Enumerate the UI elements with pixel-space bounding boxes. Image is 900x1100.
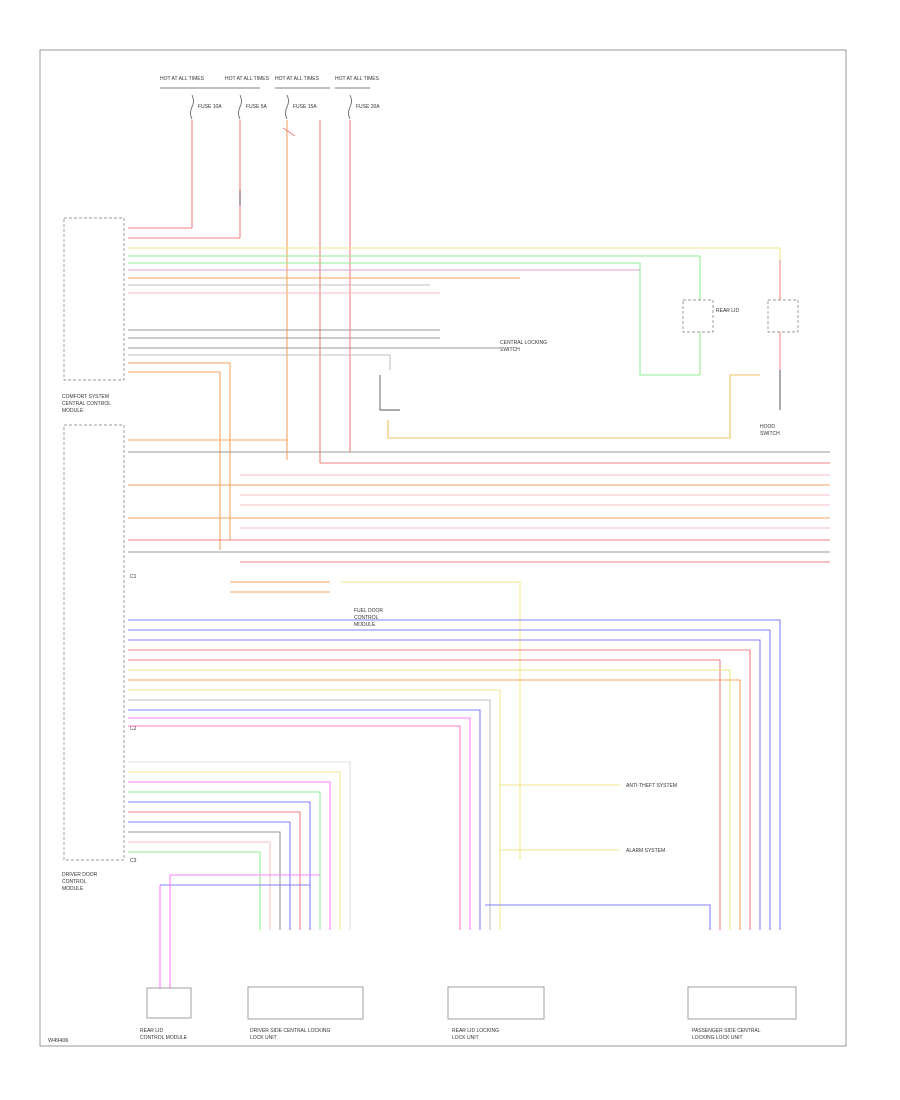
fuse-label-b: FUSE 5A xyxy=(246,104,268,110)
right-outputs: ANTI-THEFT SYSTEM ALARM SYSTEM xyxy=(485,783,711,930)
middle-wire-group xyxy=(128,439,830,563)
passenger-lock-unit-label-line1: PASSENGER SIDE CENTRAL xyxy=(692,1028,761,1034)
driver-lock-unit: DRIVER SIDE CENTRAL LOCKING LOCK UNIT xyxy=(247,986,364,1041)
hood-switch xyxy=(387,370,781,439)
rear-lid-lock-unit: REAR LID LOCKING LOCK UNIT xyxy=(447,986,545,1041)
hot-at-all-times-label-c: HOT AT ALL TIMES xyxy=(275,76,320,82)
passenger-lock-unit: PASSENGER SIDE CENTRAL LOCKING LOCK UNIT xyxy=(687,986,797,1041)
comfort-module-label-line1: COMFORT SYSTEM xyxy=(62,394,109,400)
c3-wire-group xyxy=(128,761,351,990)
fuse-icon xyxy=(190,94,352,120)
c3-connector-label: C3 xyxy=(130,858,137,864)
hot-at-all-times-label-a: HOT AT ALL TIMES xyxy=(160,76,205,82)
anti-theft-label: ANTI-THEFT SYSTEM xyxy=(626,783,677,789)
hot-at-all-times-label-d: HOT AT ALL TIMES xyxy=(335,76,380,82)
rear-lid-control-module: REAR LID CONTROL MODULE xyxy=(140,987,192,1041)
fuse-label-a: FUSE 10A xyxy=(198,104,222,110)
central-locking-switch-label-line2: SWITCH xyxy=(500,347,520,353)
fuse-label-c: FUSE 15A xyxy=(293,104,317,110)
rear-lid-switch-label: REAR LID xyxy=(716,308,739,314)
rear-lid-module-label-line1: REAR LID xyxy=(140,1028,163,1034)
hood-relay: HOOD SWITCH xyxy=(760,260,799,437)
upper-wire-group xyxy=(128,227,781,550)
c1-connector-label: C1 xyxy=(130,574,137,580)
hood-switch-label-line2: SWITCH xyxy=(760,431,780,437)
c2-connector-label: C2 xyxy=(130,726,137,732)
hot-at-all-times-label-b: HOT AT ALL TIMES xyxy=(225,76,270,82)
driver-door-module-label-line3: MODULE xyxy=(62,886,84,892)
driver-door-module: DRIVER DOOR CONTROL MODULE xyxy=(62,872,98,892)
rear-lid-relay: REAR LID xyxy=(682,299,739,375)
c2-wire-group xyxy=(128,619,781,930)
driver-door-module-label-line1: DRIVER DOOR xyxy=(62,872,98,878)
fuel-door-module-label-line3: MODULE xyxy=(354,622,376,628)
diagram-frame xyxy=(39,49,847,1047)
fuel-door-wires: FUEL DOOR CONTROL MODULE xyxy=(230,581,521,860)
rear-lid-lock-unit-label-line1: REAR LID LOCKING xyxy=(452,1028,499,1034)
central-locking-switch-label-line1: CENTRAL LOCKING xyxy=(500,340,547,346)
central-locking-switch: CENTRAL LOCKING SWITCH xyxy=(379,340,547,411)
comfort-control-module: COMFORT SYSTEM CENTRAL CONTROL MODULE C1… xyxy=(62,217,137,864)
rear-lid-lock-unit-label-line2: LOCK UNIT xyxy=(452,1035,479,1041)
comfort-module-label-line2: CENTRAL CONTROL xyxy=(62,401,111,407)
passenger-lock-unit-label-line2: LOCKING LOCK UNIT xyxy=(692,1035,743,1041)
fuse-block: HOT AT ALL TIMES HOT AT ALL TIMES HOT AT… xyxy=(160,76,380,463)
driver-lock-unit-label-line1: DRIVER SIDE CENTRAL LOCKING xyxy=(250,1028,330,1034)
alarm-system-label: ALARM SYSTEM xyxy=(626,848,665,854)
hood-switch-label-line1: HOOD xyxy=(760,424,775,430)
fuse-label-d: FUSE 20A xyxy=(356,104,380,110)
footer-code: W49406 xyxy=(48,1038,69,1044)
driver-lock-unit-label-line2: LOCK UNIT xyxy=(250,1035,277,1041)
fuel-door-module-label-line2: CONTROL xyxy=(354,615,379,621)
rear-lid-module-label-line2: CONTROL MODULE xyxy=(140,1035,188,1041)
driver-door-module-label-line2: CONTROL xyxy=(62,879,87,885)
fuel-door-module-label-line1: FUEL DOOR xyxy=(354,608,383,614)
comfort-module-label-line3: MODULE xyxy=(62,408,84,414)
